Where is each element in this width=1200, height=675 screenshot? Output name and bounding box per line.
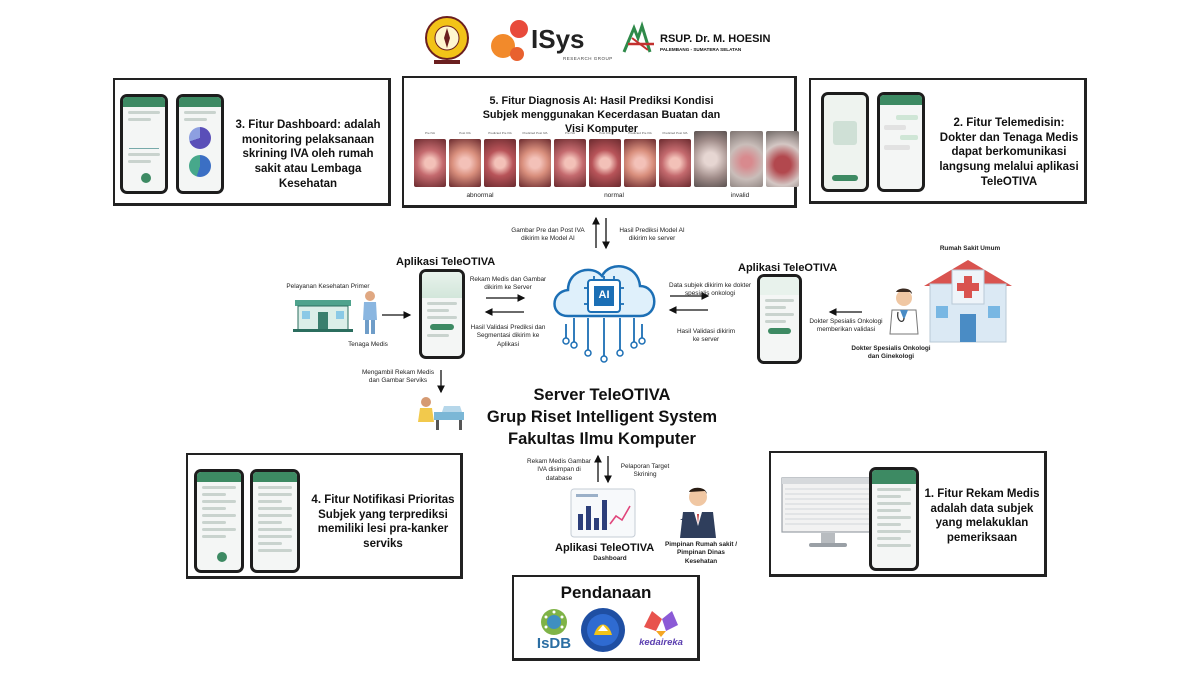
phone-notif-1 — [194, 469, 244, 573]
diagnosis-image-strip: Pre IVA Post IVA Predicted Pre IVA Predicte… — [414, 131, 799, 199]
phone-notif-2 — [250, 469, 300, 573]
note-validasi-to-server: Hasil Validasi dikirim ke server — [676, 328, 736, 344]
note-ambil-rekam: Mengambil Rekam Medis dan Gambar Serviks — [361, 369, 435, 385]
funding-title: Pendanaan — [560, 583, 652, 602]
server-title: Server TeleOTIVA Grup Riset Intelligent … — [460, 385, 744, 450]
feature-diagnosis-box: 5. Fitur Diagnosis AI: Hasil Prediksi Ko… — [402, 76, 799, 208]
diagnosis-image-caption: Predicted Post IVA — [662, 131, 688, 135]
feature-medical-record-box: 1. Fitur Rekam Medis adalah data subjek … — [769, 451, 1047, 577]
feature-1-text: 1. Fitur Rekam Medis adalah data subjek … — [924, 488, 1040, 545]
rsup-subtitle: PALEMBANG - SUMATERA SELATAN — [660, 47, 742, 52]
label-abnormal: abnormal — [466, 192, 494, 199]
note-laporan: Pelaporan Target Skrining — [620, 463, 670, 479]
label-normal: normal — [604, 192, 624, 199]
note-validasi-to-app: Hasil Validasi Prediksi dan Segmentasi d… — [470, 324, 546, 348]
diagnosis-image — [449, 139, 481, 187]
diagnosis-image — [554, 139, 586, 187]
diagnosis-image-invalid — [730, 131, 763, 187]
phone-medical-record — [869, 467, 919, 571]
isys-subtitle: RESEARCH GROUP — [563, 56, 613, 61]
logo-rsup: RSUP. Dr. M. HOESIN PALEMBANG - SUMATERA… — [620, 21, 780, 62]
doctor-icon — [886, 288, 922, 336]
medic-figure-icon — [360, 290, 380, 336]
dashboard-chart-icon — [570, 488, 636, 538]
phone-app-right — [757, 274, 802, 364]
leader-label: Pimpinan Rumah sakit / Pimpinan Dinas Ke… — [664, 541, 738, 565]
funding-box: Pendanaan IsDB kedaireka — [512, 575, 700, 661]
diagnosis-image — [624, 139, 656, 187]
diagnosis-image-caption: Pre IVA — [424, 131, 436, 135]
leader-icon — [676, 486, 720, 538]
diagnosis-image — [484, 139, 516, 187]
dashboard-title: Aplikasi TeleOTIVA — [555, 542, 655, 554]
monitor-icon — [781, 477, 875, 551]
server-line-2: Grup Riset Intelligent System — [486, 407, 718, 426]
app-left-title: Aplikasi TeleOTIVA — [396, 256, 496, 268]
doctor-label: Dokter Spesialis Onkologi dan Ginekologi — [851, 345, 931, 361]
phone-telemed-1 — [821, 92, 869, 192]
primary-care-label: Pelayanan Kesehatan Primer — [286, 283, 370, 290]
feature-telemedicine-box: 2. Fitur Telemedisin: Dokter dan Tenaga … — [809, 78, 1087, 204]
diagnosis-image-caption: Post IVA — [459, 131, 471, 135]
server-line-3: Fakultas Ilmu Komputer — [508, 429, 696, 448]
diagnosis-image-caption: Predicted Pre IVA — [488, 131, 512, 135]
diagnosis-image — [659, 139, 691, 187]
isdb-wordmark: IsDB — [536, 635, 572, 652]
diagnosis-image-invalid — [766, 131, 799, 187]
diagnosis-image-caption: Predicted Pre IVA — [628, 131, 652, 135]
isdb-logo: IsDB — [534, 607, 574, 655]
feature-3-text: 3. Fitur Dashboard: adalah monitoring pe… — [235, 119, 381, 190]
rsup-name: RSUP. Dr. M. HOESIN — [660, 33, 771, 45]
server-line-1: Server TeleOTIVA — [533, 386, 671, 404]
kedaireka-wordmark: kedaireka — [639, 637, 683, 648]
logo-isys: ISys RESEARCH GROUP — [489, 16, 615, 66]
ai-server-icon: AI — [544, 246, 664, 364]
note-from-ai: Hasil Prediksi Model AI dikirim ke serve… — [619, 227, 685, 243]
note-to-ai: Gambar Pre dan Post IVA dikirim ke Model… — [511, 227, 585, 243]
diagnosis-image-caption: Predicted Post IVA — [522, 131, 548, 135]
diagnosis-image-caption: Pre IVA — [564, 131, 576, 135]
note-rekam-to-server: Rekam Medis dan Gambar dikirim ke Server — [469, 276, 547, 292]
logo-unsri — [424, 14, 470, 66]
app-right-title: Aplikasi TeleOTIVA — [738, 262, 838, 274]
hospital-label: Rumah Sakit Umum — [939, 245, 1001, 252]
label-invalid: invalid — [730, 192, 750, 199]
tut-wuri-logo — [580, 607, 626, 653]
feature-2-text: 2. Fitur Telemedisin: Dokter dan Tenaga … — [939, 117, 1079, 188]
kedaireka-logo: kedaireka — [634, 607, 688, 655]
dashboard-subtitle: Dashboard — [593, 555, 627, 562]
diagnosis-image-invalid — [694, 131, 727, 187]
medic-label: Tenaga Medis — [348, 341, 388, 348]
clinic-icon — [293, 296, 353, 332]
feature-5-text: 5. Fitur Diagnosis AI: Hasil Prediksi Ko… — [482, 95, 721, 135]
ai-chip-label: AI — [598, 289, 610, 301]
diagnosis-image — [519, 139, 551, 187]
examination-icon — [414, 396, 466, 432]
diagnosis-image — [589, 139, 621, 187]
diagnosis-image-caption: Post IVA — [599, 131, 611, 135]
phone-app-left — [419, 269, 465, 359]
diagnosis-image — [414, 139, 446, 187]
note-doctor-validates: Dokter Spesialis Onkologi memberikan val… — [809, 318, 883, 334]
feature-4-text: 4. Fitur Notifikasi Prioritas Subjek yan… — [311, 494, 455, 551]
feature-notification-box: 4. Fitur Notifikasi Prioritas Subjek yan… — [186, 453, 463, 579]
phone-telemed-2 — [877, 92, 925, 192]
phone-dashboard-2 — [176, 94, 224, 194]
phone-dashboard-1 — [120, 94, 168, 194]
note-data-to-specialist: Data subjek dikirim ke dokter spesialis … — [668, 282, 752, 298]
hospital-icon — [922, 256, 1014, 344]
note-rekam-db: Rekam Medis Gambar IVA disimpan di datab… — [527, 458, 591, 482]
feature-dashboard-box: 3. Fitur Dashboard: adalah monitoring pe… — [113, 78, 391, 206]
isys-wordmark: ISys — [531, 24, 585, 54]
